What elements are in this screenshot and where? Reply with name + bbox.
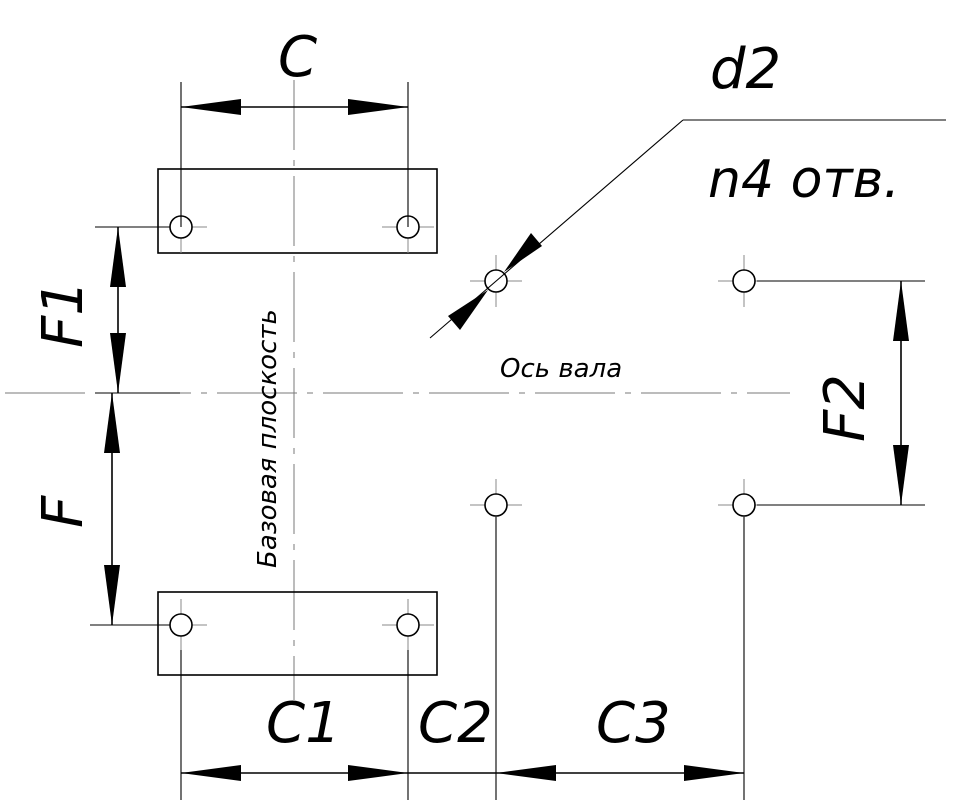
label-c1: C1 <box>266 691 341 756</box>
dimension-c <box>180 82 409 227</box>
hole-motor-3 <box>484 493 508 517</box>
label-d2: d2 <box>710 37 781 102</box>
label-shaft-axis: Ось вала <box>500 354 622 384</box>
label-c3: C3 <box>596 691 671 756</box>
dimension-f <box>90 393 170 626</box>
dimension-f1 <box>95 226 180 394</box>
top-foot-rectangle <box>157 168 438 254</box>
label-base-plane: Базовая плоскость <box>253 309 283 568</box>
label-c2: C2 <box>418 691 493 756</box>
label-holes-note: n4 отв. <box>708 150 900 210</box>
hole-bottom-left <box>169 613 193 637</box>
hole-crosshairs <box>155 201 770 651</box>
label-f1: F1 <box>31 280 96 348</box>
label-f: F <box>31 495 96 528</box>
label-f2: F2 <box>813 374 878 442</box>
dimension-f2 <box>757 280 925 506</box>
dimension-bottom-chain <box>180 517 745 800</box>
hole-motor-2 <box>732 269 756 293</box>
hole-bottom-right <box>396 613 420 637</box>
bottom-foot-rectangle <box>157 591 438 676</box>
hole-motor-4 <box>732 493 756 517</box>
label-c: C <box>278 25 317 90</box>
leader-d2 <box>429 119 946 339</box>
